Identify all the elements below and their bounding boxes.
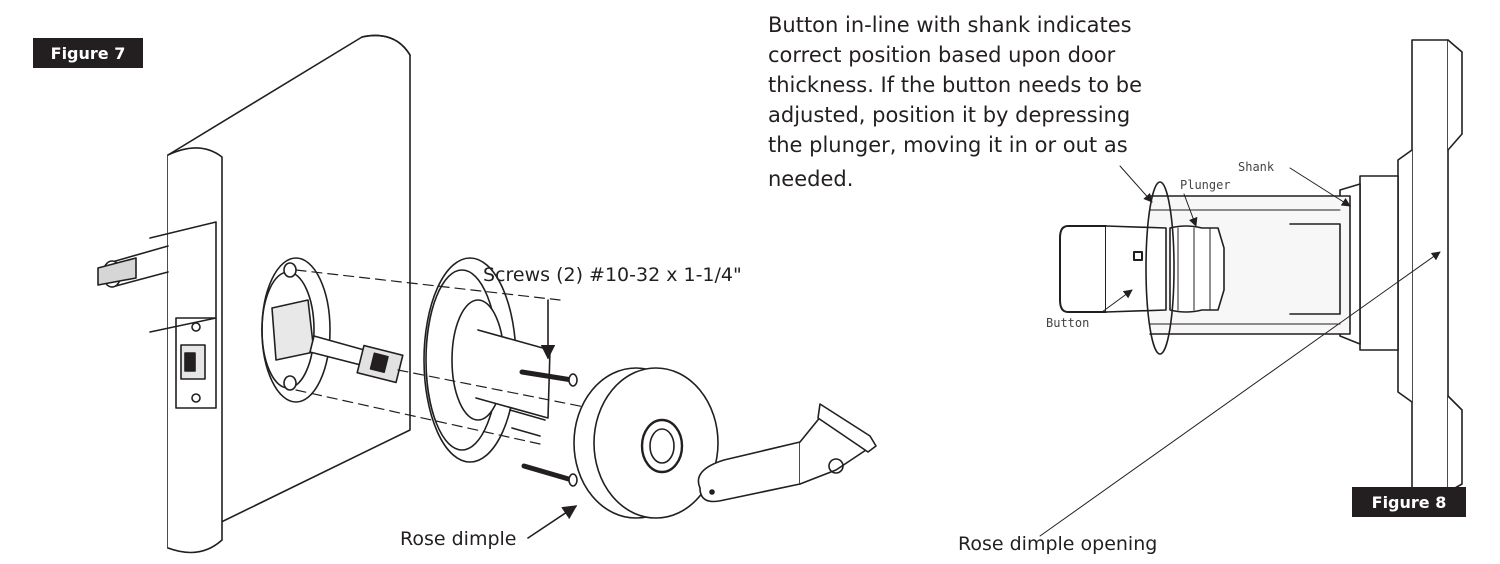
callout-leaders-fig7 [527, 299, 578, 539]
callout-leaders-fig8 [1039, 165, 1441, 537]
figure-7-badge: Figure 7 [33, 38, 143, 68]
instruction-line: correct position based upon door [768, 43, 1116, 67]
spindle-assembly [309, 335, 404, 384]
instruction-line: Button in-line with shank indicates [768, 13, 1132, 37]
screws-label: Screws (2) #10-32 x 1-1/4" [483, 264, 742, 286]
instruction-line: needed. [768, 167, 854, 191]
plunger-label: Plunger [1180, 178, 1231, 192]
button-label: Button [1046, 316, 1090, 330]
dashed-alignment-lines [295, 269, 621, 445]
rose-dimple-label: Rose dimple [400, 528, 517, 550]
instruction-text: Button in-line with shank indicates corr… [768, 10, 1148, 194]
instruction-line: thickness. If the button needs to be [768, 73, 1142, 97]
figure-8-badge: Figure 8 [1352, 487, 1466, 517]
cylinder-housing-side [1397, 39, 1463, 493]
shank-label: Shank [1238, 160, 1275, 174]
button-plunger [1059, 181, 1225, 355]
lever-handle [697, 403, 877, 503]
latch-key-cylinder [97, 221, 217, 333]
instruction-line: adjusted, position it by depressing [768, 103, 1131, 127]
screws [519, 369, 578, 487]
rose [573, 367, 719, 519]
figure-7-badge-text: Figure 7 [50, 43, 126, 63]
instruction-line: the plunger, moving it in or out as [768, 133, 1128, 157]
rose-liner [423, 257, 551, 463]
figure-8-badge-text: Figure 8 [1371, 492, 1447, 512]
latch-faceplate [175, 317, 217, 409]
rose-dimple-opening-label: Rose dimple opening [958, 533, 1158, 555]
mounting-plate [261, 257, 331, 403]
